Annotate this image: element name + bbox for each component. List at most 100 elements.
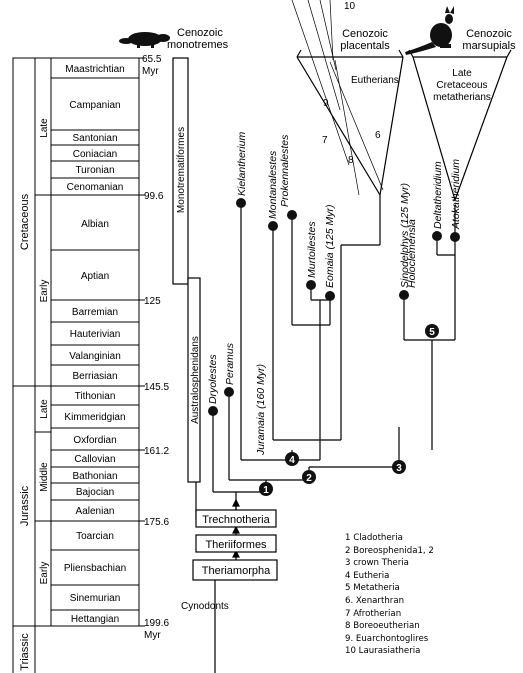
taxon-name: Murtoilestes (306, 221, 318, 278)
taxon-name: Atokatheridium (450, 159, 462, 230)
stage-label: Aalenian (76, 506, 115, 517)
node-number: 4 (289, 455, 295, 466)
stage-label: Albian (81, 219, 109, 230)
taxon-tip (432, 231, 442, 241)
epoch-late-cretaceous: Late (39, 118, 50, 138)
age-label: 145.5 (144, 382, 169, 393)
theriiformes-box: Theriiformes (205, 539, 267, 551)
epoch-early-jurassic: Early (39, 562, 50, 585)
legend-item: 8 Boreoeutherian (345, 621, 420, 632)
stage-label: Tithonian (75, 391, 116, 402)
australosphenidans-label: Australosphenidans (190, 336, 201, 424)
epoch-middle-jurassic: Middle (39, 462, 50, 492)
node-number: 1 (263, 485, 269, 496)
stage-label: Barremian (72, 307, 118, 318)
stage-label: Toarcian (76, 531, 114, 542)
stage-label: Hauterivian (70, 329, 121, 340)
taxon-name: Prokennalestes (279, 134, 291, 207)
stage-label: Oxfordian (73, 435, 116, 446)
theriamorpha-box: Theriamorpha (202, 565, 271, 577)
legend-item: 9. Euarchontoglires (345, 633, 429, 644)
stem-boxes (192, 509, 278, 581)
stage-label: Cenomanian (67, 182, 124, 193)
taxon-name: Dryolestes (207, 354, 219, 404)
taxon-tip (208, 406, 218, 416)
cenozoic-monotremes-label: monotremes (167, 39, 229, 51)
stage-label: Bajocian (76, 487, 114, 498)
age-label: 99.6 (144, 191, 164, 202)
cynodonts-label: Cynodonts (181, 601, 229, 612)
taxon-tip (450, 232, 460, 242)
taxon-name: Holoclemensia (406, 219, 418, 288)
age-label: Myr (142, 66, 159, 77)
stage-label: Pliensbachian (64, 563, 126, 574)
stage-label: Maastrichtian (65, 64, 124, 75)
taxon-tip (268, 221, 278, 231)
node-marker (259, 482, 273, 496)
period-cretaceous: Cretaceous (19, 193, 31, 250)
trechnotheria-box: Trechnotheria (202, 514, 270, 526)
legend-item: 7 Afrotherian (345, 608, 402, 619)
legend-item: 6. Xenarthran (345, 595, 405, 606)
age-label: 65.5 (142, 54, 162, 65)
legend-item: 2 Boreosphenida1, 2 (345, 545, 434, 556)
node-marker (285, 452, 299, 466)
taxon-tip (306, 280, 316, 290)
legend-item: 3 crown Theria (345, 558, 409, 569)
late-cretaceous-metatherians-label: Cretaceous (436, 80, 487, 91)
placental-funnel (296, 49, 404, 245)
eutherians-label: Eutherians (351, 75, 399, 86)
taxon-tip (399, 290, 409, 300)
taxon-name: Sinodelphys (125 Myr) (399, 183, 411, 288)
monotrematiformes-label: Monotrematiformes (176, 127, 187, 213)
taxon-name: Juramaia (160 Myr) (255, 364, 267, 456)
cenozoic-placentals-label: Cenozoic (342, 28, 388, 40)
node-number: 5 (429, 327, 435, 338)
stage-label: Hettangian (71, 614, 119, 625)
taxon-name: Montanalestes (267, 150, 279, 219)
node-marker (425, 324, 439, 338)
cenozoic-marsupials-label: Cenozoic (466, 28, 512, 40)
stage-label: Valanginian (69, 351, 121, 362)
taxon-tip (224, 387, 234, 397)
age-label: 175.6 (144, 517, 169, 528)
taxon-name: Deltatheridium (432, 161, 444, 229)
kangaroo-icon (405, 6, 454, 55)
age-labels: 65.5 Myr 99.6 125 145.5 161.2 175.6 199.… (142, 54, 169, 641)
node-legend: 1 Cladotheria 2 Boreosphenida1, 2 3 crow… (345, 532, 515, 658)
age-label: 125 (144, 296, 161, 307)
node-number: 2 (306, 473, 312, 484)
cenozoic-monotremes-label: Cenozoic (177, 27, 223, 39)
mark-10: 10 (344, 1, 356, 12)
stage-labels: Maastrichtian Campanian Santonian Coniac… (64, 64, 126, 625)
epoch-late-jurassic: Late (39, 399, 50, 419)
node-marker (392, 460, 406, 474)
legend-item: 4 Eutheria (345, 570, 390, 581)
taxon-tip (287, 210, 297, 220)
late-cretaceous-metatherians-label: Late (452, 68, 472, 79)
timescale (12, 57, 145, 673)
late-cretaceous-metatherians-label: metatherians (433, 92, 491, 103)
tree-branches (212, 205, 456, 510)
legend-item: 5 Metatheria (345, 583, 400, 594)
taxon-name: Kielantherium (236, 132, 248, 196)
period-jurassic: Jurassic (19, 485, 31, 526)
taxon-name: Eomaia (125 Myr) (324, 205, 336, 288)
epoch-early-cretaceous: Early (39, 280, 50, 303)
taxon-name: Peramus (224, 342, 236, 385)
mark-6: 6 (375, 130, 381, 141)
taxon-tips (208, 198, 460, 416)
annotation-lines (291, 0, 384, 196)
mark-7: 7 (322, 135, 328, 146)
node-marker (302, 470, 316, 484)
mark-9: 9 (323, 98, 329, 109)
stage-label: Callovian (74, 454, 115, 465)
legend-item: 10 Laurasiatheria (345, 646, 421, 657)
stage-label: Turonian (75, 165, 114, 176)
mark-8: 8 (348, 155, 354, 166)
stage-label: Aptian (81, 271, 109, 282)
stage-label: Berriasian (72, 371, 117, 382)
age-label: Myr (144, 630, 161, 641)
monotreme-lineage (172, 57, 201, 520)
